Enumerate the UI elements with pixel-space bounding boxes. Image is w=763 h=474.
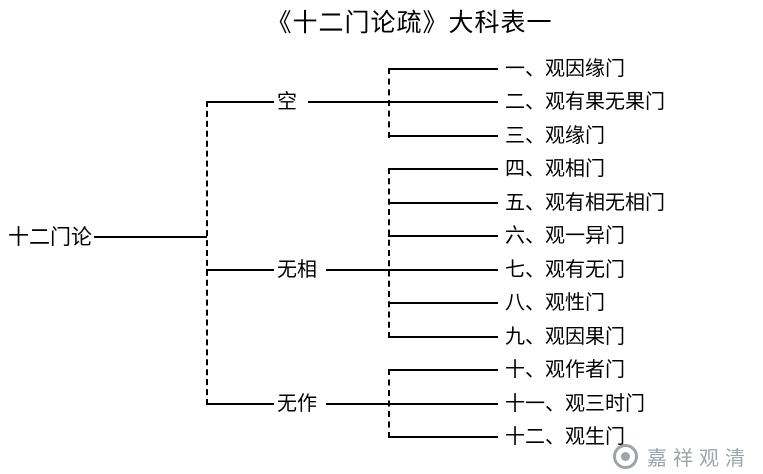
- bracket-line-group1: [388, 68, 390, 138]
- leaf-node-7: 七、观有无门: [505, 259, 625, 281]
- group-node-kong: 空: [277, 91, 297, 113]
- leaf-node-1: 一、观因缘门: [505, 58, 625, 80]
- connector-line-leaf-6: [388, 235, 498, 237]
- connector-line-leaf-10: [388, 369, 498, 371]
- connector-line-leaf-5: [388, 202, 498, 204]
- watermark-text: 嘉祥观清: [647, 448, 751, 470]
- leaf-node-10: 十、观作者门: [505, 359, 625, 381]
- connector-line-group1-right: [308, 101, 389, 103]
- leaf-node-8: 八、观性门: [505, 292, 605, 314]
- group-node-wuzuo: 无作: [277, 393, 317, 415]
- leaf-node-5: 五、观有相无相门: [505, 192, 665, 214]
- connector-line-leaf-4: [388, 168, 498, 170]
- leaf-node-2: 二、观有果无果门: [505, 91, 665, 113]
- connector-line-root: [94, 236, 207, 238]
- connector-line-leaf-9: [388, 336, 498, 338]
- leaf-node-3: 三、观缘门: [505, 125, 605, 147]
- connector-line-group3-right: [326, 403, 389, 405]
- connector-line-leaf-7: [388, 269, 498, 271]
- bracket-line-level1: [206, 101, 208, 405]
- leaf-node-11: 十一、观三时门: [505, 393, 645, 415]
- connector-line-leaf-11: [388, 403, 498, 405]
- leaf-node-9: 九、观因果门: [505, 326, 625, 348]
- connector-line-group2-left: [206, 269, 274, 271]
- connector-line-group1-left: [206, 101, 274, 103]
- leaf-node-6: 六、观一异门: [505, 225, 625, 247]
- leaf-node-12: 十二、观生门: [505, 426, 625, 448]
- watermark-logo-icon: [613, 444, 638, 469]
- leaf-node-4: 四、观相门: [505, 158, 605, 180]
- connector-line-leaf-1: [388, 68, 498, 70]
- connector-line-leaf-8: [388, 302, 498, 304]
- connector-line-leaf-2: [388, 101, 498, 103]
- connector-line-group3-left: [206, 403, 274, 405]
- watermark: 嘉祥观清: [613, 442, 751, 471]
- connector-line-leaf-3: [388, 135, 498, 137]
- connector-line-leaf-12: [388, 436, 498, 438]
- connector-line-group2-right: [326, 269, 389, 271]
- bracket-line-group2: [388, 168, 390, 338]
- root-node-label: 十二门论: [8, 225, 92, 249]
- page-title: 《十二门论疏》大科表一: [266, 10, 553, 37]
- group-node-wuxiang: 无相: [277, 259, 317, 281]
